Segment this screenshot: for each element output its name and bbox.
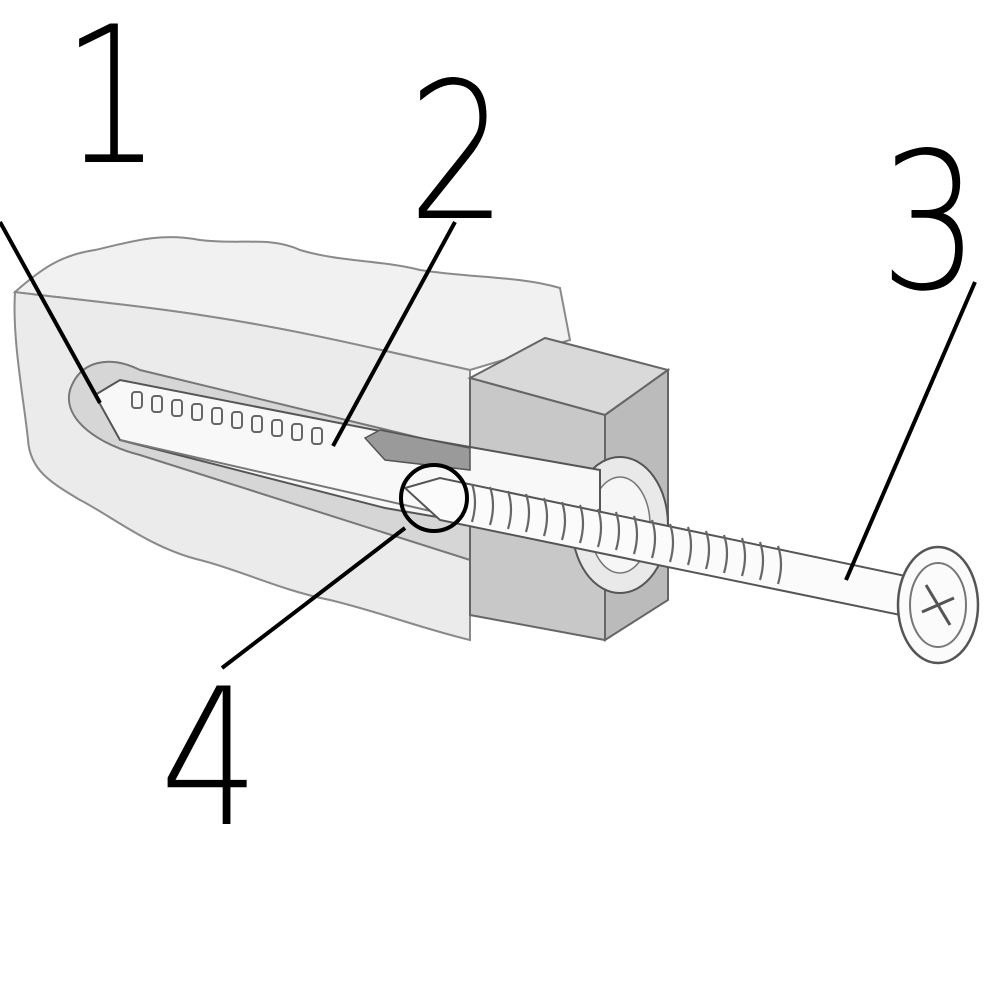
callout-label-2: 2	[408, 42, 508, 263]
leader-line-4	[220, 526, 407, 670]
callout-label-4: 4	[160, 648, 260, 869]
detail-circle	[399, 463, 469, 533]
screw-thread	[470, 483, 783, 585]
plug-ribs	[131, 391, 323, 445]
callout-label-1: 1	[62, 0, 162, 207]
plug-collar	[363, 429, 471, 471]
leader-line-2	[331, 221, 457, 447]
screw-head-rim	[909, 562, 967, 648]
screw	[403, 476, 980, 665]
callout-label-3: 3	[880, 112, 980, 333]
leader-lines	[0, 221, 977, 670]
leader-line-3	[844, 281, 977, 581]
phillips-recess-icon	[921, 584, 955, 626]
leader-line-1	[0, 221, 102, 404]
